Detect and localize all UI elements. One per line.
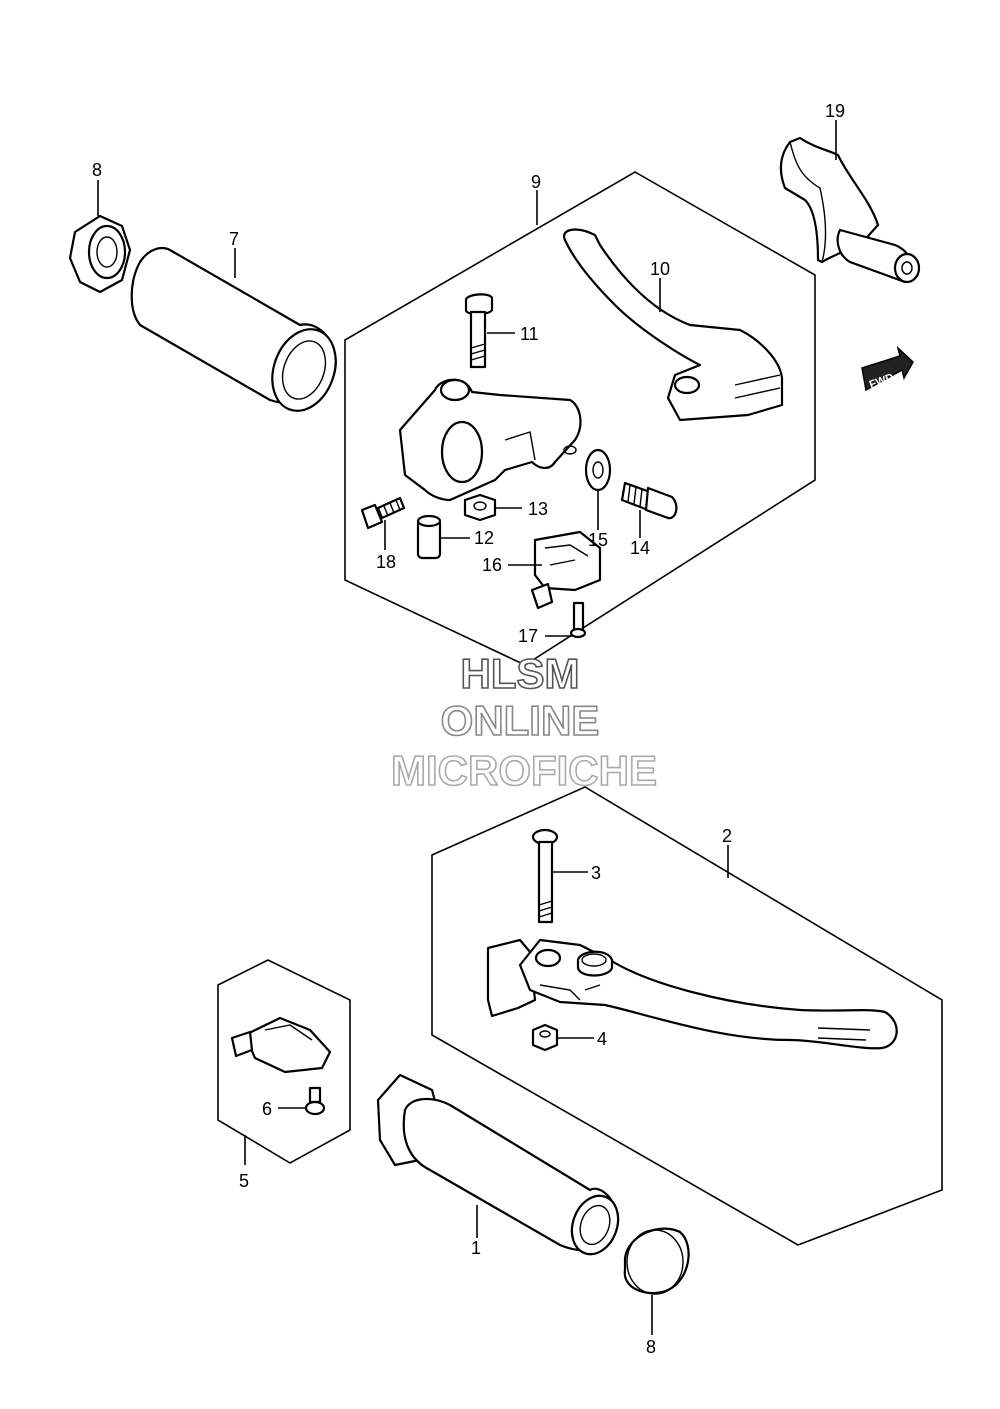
part-5-switch xyxy=(230,1016,332,1074)
callout-5: 5 xyxy=(239,1171,249,1191)
callout-16: 16 xyxy=(482,555,502,575)
part-16-clutch-switch xyxy=(530,530,602,610)
callout-14: 14 xyxy=(630,538,650,558)
part-3-pivot-bolt xyxy=(531,828,559,924)
callout-17: 17 xyxy=(518,626,538,646)
callout-1: 1 xyxy=(471,1238,481,1258)
group-2-outline xyxy=(431,786,943,1246)
callout-15: 15 xyxy=(588,530,608,550)
fwd-arrow-icon: FWD xyxy=(861,345,914,391)
part-6-screw xyxy=(304,1086,326,1116)
part-18-bolt xyxy=(360,496,406,530)
group-9-outline xyxy=(344,171,816,666)
part-11-pivot-bolt xyxy=(464,293,494,369)
callout-11: 11 xyxy=(520,324,539,344)
part-19-lever-guard xyxy=(779,136,921,284)
part-10-clutch-lever xyxy=(562,228,784,422)
callout-18: 18 xyxy=(376,552,396,572)
watermark-line-3: MICROFICHE xyxy=(391,747,657,794)
callout-19: 19 xyxy=(825,101,845,121)
part-8-bar-end-top xyxy=(68,214,132,294)
callout-13: 13 xyxy=(528,499,548,519)
part-13-nut xyxy=(463,493,497,522)
callout-2: 2 xyxy=(722,826,732,846)
watermark-line-2: ONLINE xyxy=(441,697,600,744)
callout-3: 3 xyxy=(591,863,601,883)
watermark: HLSM ONLINE MICROFICHE xyxy=(390,649,658,795)
group-5-outline xyxy=(217,959,351,1164)
callout-12: 12 xyxy=(474,528,494,548)
part-9-lever-holder xyxy=(398,378,582,502)
callout-7: 7 xyxy=(229,229,239,249)
part-1-throttle-grip xyxy=(376,1073,620,1256)
callouts: 8 7 9 19 10 11 13 12 18 15 14 16 17 2 3 … xyxy=(92,101,845,1357)
part-15-adjuster-nut xyxy=(584,448,612,492)
part-17-screw xyxy=(569,601,587,639)
leader-lines xyxy=(97,120,837,1335)
part-8-bar-end-bottom xyxy=(623,1227,690,1295)
callout-6: 6 xyxy=(262,1099,272,1119)
callout-8-top: 8 xyxy=(92,160,102,180)
callout-4: 4 xyxy=(597,1029,607,1049)
watermark-line-1: HLSM xyxy=(461,650,580,697)
part-7-grip xyxy=(130,246,337,412)
part-2-brake-lever xyxy=(486,938,898,1050)
part-14-adjuster-bolt xyxy=(620,481,678,520)
callout-9: 9 xyxy=(531,172,541,192)
part-12-collar xyxy=(416,514,442,560)
callout-10: 10 xyxy=(650,259,670,279)
part-4-nut xyxy=(531,1023,559,1052)
callout-8-bottom: 8 xyxy=(646,1337,656,1357)
